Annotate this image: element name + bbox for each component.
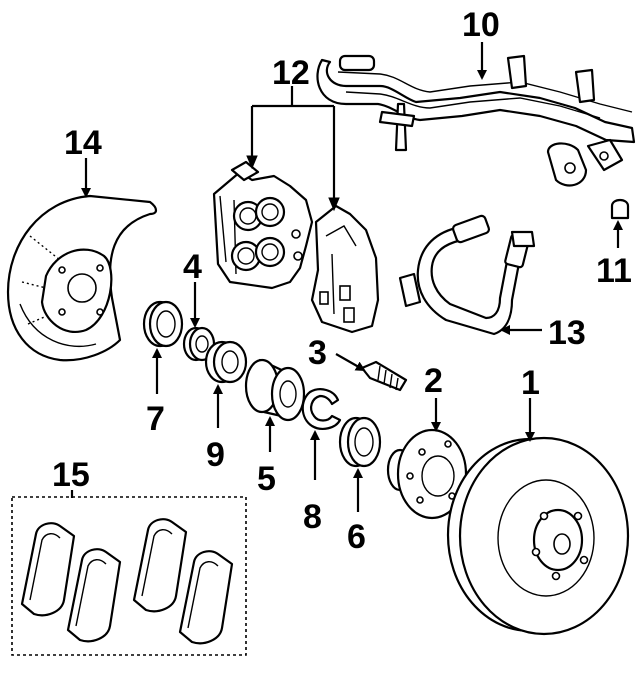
brake-hose [398, 214, 536, 336]
hub [386, 428, 468, 520]
callout-12: 12 [272, 54, 310, 92]
snap-ring [301, 388, 342, 430]
brake-line-harness [316, 54, 636, 187]
pad-set-border [11, 496, 247, 656]
callout-15: 15 [52, 456, 90, 494]
callout-labels: 1 2 3 4 5 6 7 8 9 10 11 12 13 14 15 [52, 6, 632, 556]
wheel-stud [360, 360, 408, 392]
callout-11: 11 [596, 252, 632, 290]
callout-6: 6 [347, 518, 366, 556]
inner-bearing [204, 340, 248, 384]
callout-4: 4 [183, 248, 202, 286]
hub-seal [338, 416, 382, 468]
callout-13: 13 [548, 314, 586, 352]
callout-2: 2 [424, 362, 443, 400]
seal [142, 300, 184, 348]
callout-10: 10 [462, 6, 500, 44]
callout-7: 7 [146, 400, 165, 438]
dust-shield [6, 194, 158, 362]
callout-1: 1 [521, 364, 540, 402]
brake-pad-set [11, 496, 247, 656]
callout-8: 8 [303, 498, 322, 536]
caliper [212, 160, 380, 334]
callout-5: 5 [257, 460, 276, 498]
brake-rotor [446, 436, 630, 636]
bleeder-cap [610, 198, 630, 220]
callout-3: 3 [308, 334, 327, 372]
leader-12 [250, 86, 336, 200]
callout-9: 9 [206, 436, 225, 474]
leader-3 [335, 353, 366, 371]
callout-14: 14 [64, 124, 102, 162]
leader-lines [70, 42, 623, 512]
hub-bearing [244, 358, 306, 422]
